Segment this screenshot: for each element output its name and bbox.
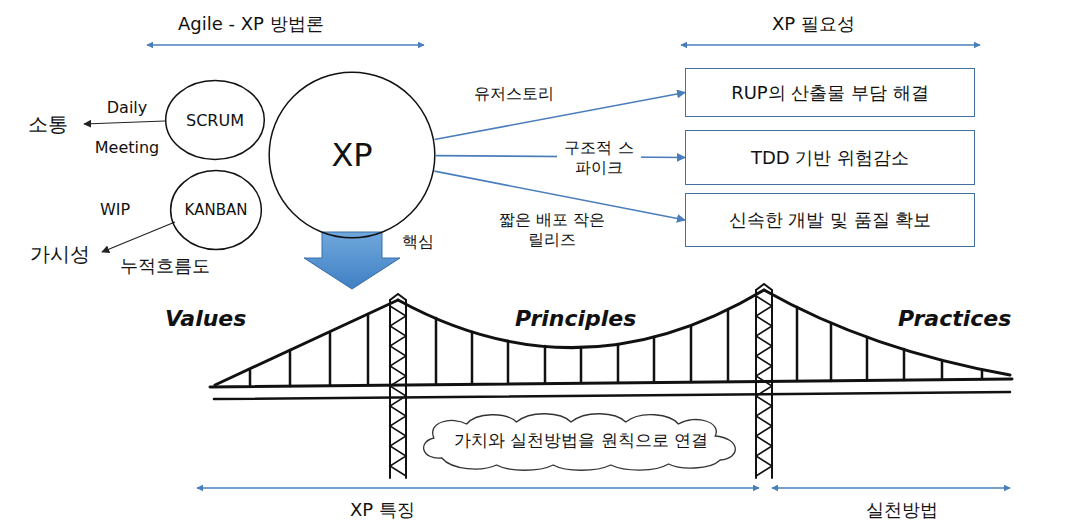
section-title: Agile - XP 방법론: [178, 12, 324, 36]
leader-arrow: [102, 222, 175, 252]
section-title: XP 필요성: [772, 12, 855, 36]
node-text: TDD 기반 위험감소: [751, 146, 909, 170]
circle-shape: [171, 171, 262, 250]
node-text: RUP의 산출물 부담 해결: [731, 81, 929, 105]
node-text-group: XP: [331, 136, 372, 174]
span-arrow: [772, 487, 1010, 489]
node-text-group: 가치와 실천방법을 원칙으로 연결: [454, 429, 708, 452]
node-text-group: RUP의 산출물 부담 해결: [731, 81, 929, 105]
node-text: 가치와 실천방법을 원칙으로 연결: [454, 429, 708, 452]
core-label: 핵심: [402, 232, 434, 253]
bridge-label: Values: [165, 306, 246, 331]
goal-label: 가시성: [30, 241, 90, 268]
method-circle: KANBAN: [170, 170, 262, 250]
bridge-label: Practices: [898, 306, 1011, 331]
need-box: TDD 기반 위험감소: [685, 130, 975, 185]
cloud-shape: [424, 414, 736, 471]
span-label: 실천방법: [866, 498, 938, 522]
practice-label: WIP: [100, 200, 130, 219]
edge-label: 구조적 스파이크: [557, 138, 641, 178]
span-arrow: [681, 44, 980, 46]
node-text: XP: [331, 136, 372, 174]
leader-arrow: [84, 121, 165, 124]
circle-shape: [269, 72, 435, 238]
circle-shape: [166, 81, 265, 160]
practice-label: Daily Meeting: [90, 88, 164, 168]
span-arrow: [197, 487, 759, 489]
span-label: XP 특징: [350, 498, 415, 522]
need-box: 신속한 개발 및 품질 확보: [685, 193, 975, 247]
node-text: KANBAN: [185, 201, 248, 219]
node-text-group: TDD 기반 위험감소: [751, 146, 909, 170]
method-circle: SCRUM: [165, 80, 265, 160]
span-arrow: [147, 44, 424, 46]
node-text-group: SCRUM: [186, 111, 244, 130]
node-text-group: 신속한 개발 및 품질 확보: [729, 208, 932, 232]
bridge-label: Principles: [515, 306, 636, 331]
need-box: RUP의 산출물 부담 해결: [685, 68, 975, 117]
block-arrow: [304, 232, 400, 289]
edge-label: 유저스토리: [472, 84, 556, 104]
edge-label: 짧은 배포 작은 릴리즈: [495, 210, 609, 250]
goal-label: 소통: [28, 111, 68, 138]
node-text: 신속한 개발 및 품질 확보: [729, 208, 932, 232]
cloud-note: 가치와 실천방법을 원칙으로 연결: [412, 410, 750, 470]
bridge-drawing: [210, 284, 1012, 478]
xp-circle: XP: [268, 71, 436, 239]
node-text: SCRUM: [186, 111, 244, 130]
practice-label: 누적흐름도: [120, 254, 210, 278]
node-text-group: KANBAN: [185, 201, 248, 219]
